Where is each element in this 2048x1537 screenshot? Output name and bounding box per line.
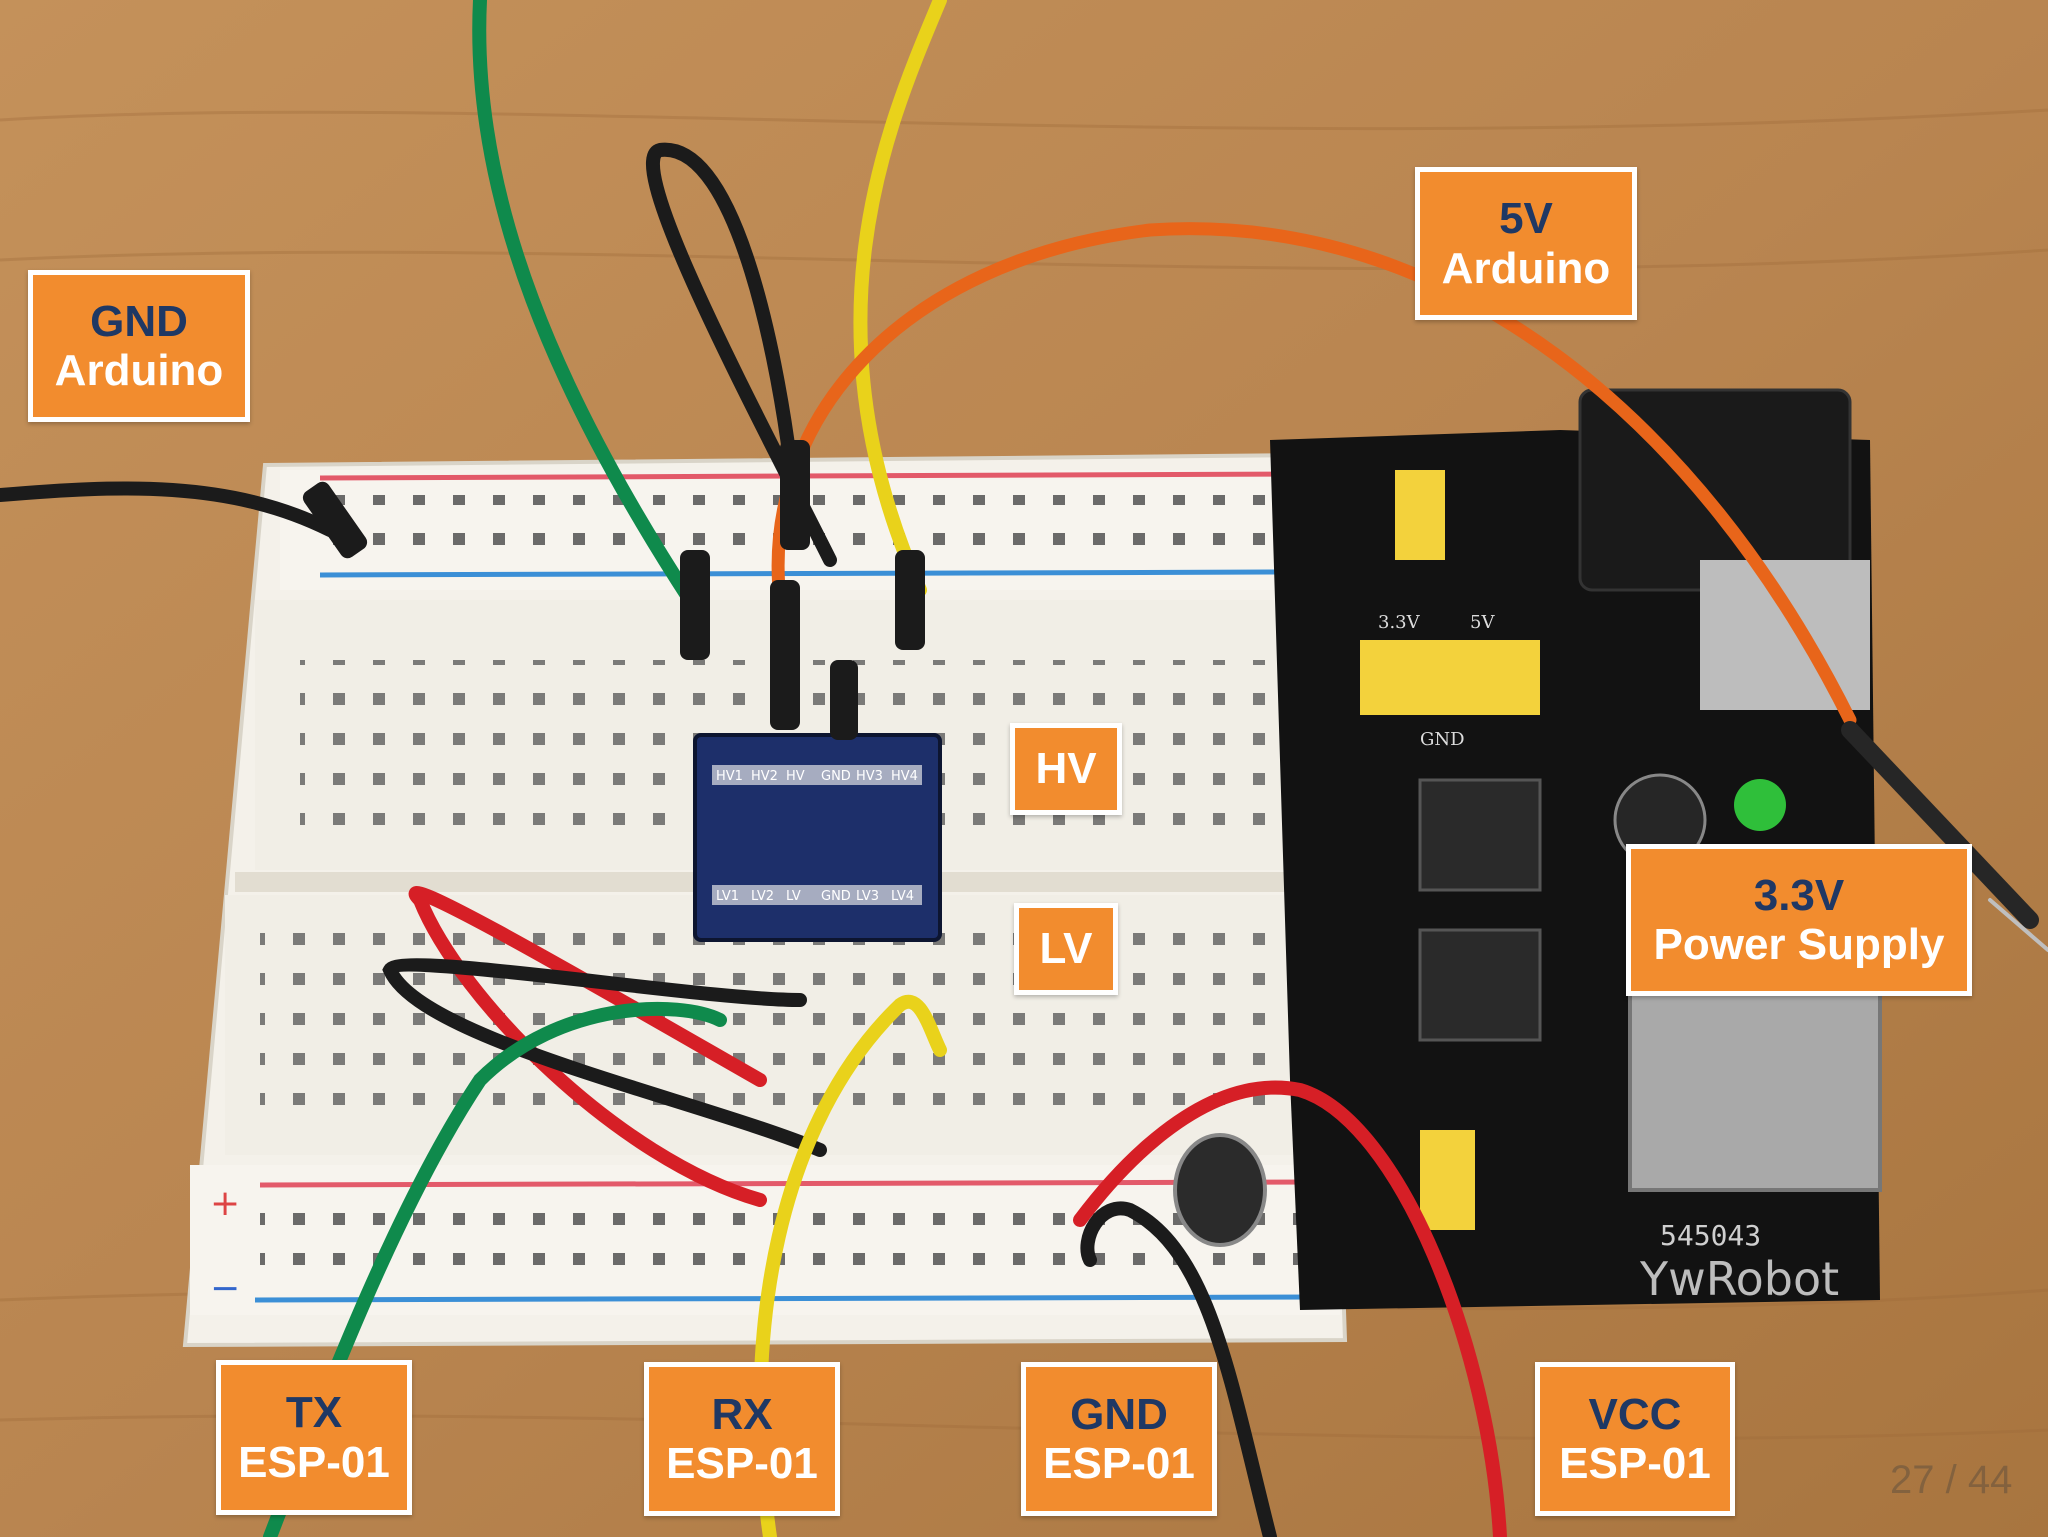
board-silkscreen-number: 545043 [1660,1219,1761,1252]
level-shifter-pin-label-bottom: LV3 [856,889,879,904]
level-shifter-module [693,733,942,942]
power-switch [1700,560,1870,710]
wire-red-vcc [1073,1080,1507,1537]
rx-esp01-label: RX ESP-01 [644,1362,840,1516]
vcc-esp01-label-subtitle: ESP-01 [1559,1439,1711,1488]
five-v-arduino-label: 5V Arduino [1415,167,1637,320]
jumper-3v3 [1395,470,1445,560]
power-supply-label: 3.3V Power Supply [1626,844,1972,996]
bottom-capacitor [1173,1133,1267,1247]
svg-text:+: + [210,1183,240,1224]
power-supply-label-subtitle: Power Supply [1653,920,1945,969]
level-shifter-pin-label-bottom: LV [786,889,801,904]
gnd-esp01-label: GND ESP-01 [1021,1362,1217,1516]
level-shifter-pin-label-top: HV1 [716,769,743,784]
gnd-esp01-label-subtitle: ESP-01 [1043,1439,1195,1488]
dupont-connectors [302,440,925,740]
level-shifter-pin-label-top: GND [821,769,851,784]
hv-label-title: HV [1035,744,1097,794]
gnd-arduino-label-subtitle: Arduino [54,346,224,395]
five-v-arduino-label-subtitle: Arduino [1441,243,1611,293]
jumper-5v [1420,1130,1475,1230]
level-shifter-pin-label-bottom: GND [821,889,851,904]
gnd-arduino-label-title: GND [90,296,188,346]
lv-label-title: LV [1039,924,1093,974]
vcc-esp01-label-title: VCC [1588,1389,1682,1439]
wire-tail-right [1988,898,2048,952]
wire-black-lv [382,958,827,1157]
tx-esp01-label-title: TX [285,1388,343,1438]
power-module-silkscreen-label: 5V [1470,612,1495,633]
level-shifter-pin-label-bottom: LV2 [751,889,774,904]
wire-yellow-top [853,0,947,597]
power-module-silkscreen-label: 3.3V [1378,612,1421,633]
wire-orange-5v [771,222,1857,727]
wire-black-gnd-esp [1080,1201,1277,1537]
gnd-esp01-label-title: GND [1070,1389,1168,1439]
wire-black-loop [645,142,837,567]
level-shifter-pin-label-top: HV2 [751,769,778,784]
green-led [1734,779,1786,831]
level-shifter-pin-label-bottom: LV1 [716,889,739,904]
level-shifter-pin-label-top: HV3 [856,769,883,784]
five-v-arduino-label-title: 5V [1499,194,1553,244]
gnd-arduino-label: GND Arduino [28,270,250,422]
page-counter: 27 / 44 [1890,1458,2013,1502]
level-shifter-pin-label-top: HV [786,769,805,784]
power-module-silkscreen-label: GND [1420,729,1465,750]
pin-header [1360,640,1540,715]
voltage-regulator [1418,778,1542,892]
wire-green-top [472,0,697,607]
hv-label: HV [1010,723,1122,815]
wire-orange-lead [1841,721,2039,929]
lv-label: LV [1014,903,1118,995]
board-brand-text: YwRobot [1639,1252,1839,1306]
rx-esp01-label-title: RX [711,1389,773,1439]
tx-esp01-label: TX ESP-01 [216,1360,412,1515]
svg-text:−: − [210,1268,240,1309]
level-shifter-pin-label-top: HV4 [891,769,918,784]
level-shifter-pin-label-bottom: LV4 [891,889,914,904]
usb-port [1628,988,1882,1192]
vcc-esp01-label: VCC ESP-01 [1535,1362,1735,1516]
rx-esp01-label-subtitle: ESP-01 [666,1439,818,1488]
tx-esp01-label-subtitle: ESP-01 [238,1437,390,1487]
wire-red-lv [408,886,767,1207]
power-supply-label-title: 3.3V [1753,870,1845,920]
wire-black-gnd-arduino [0,481,337,537]
